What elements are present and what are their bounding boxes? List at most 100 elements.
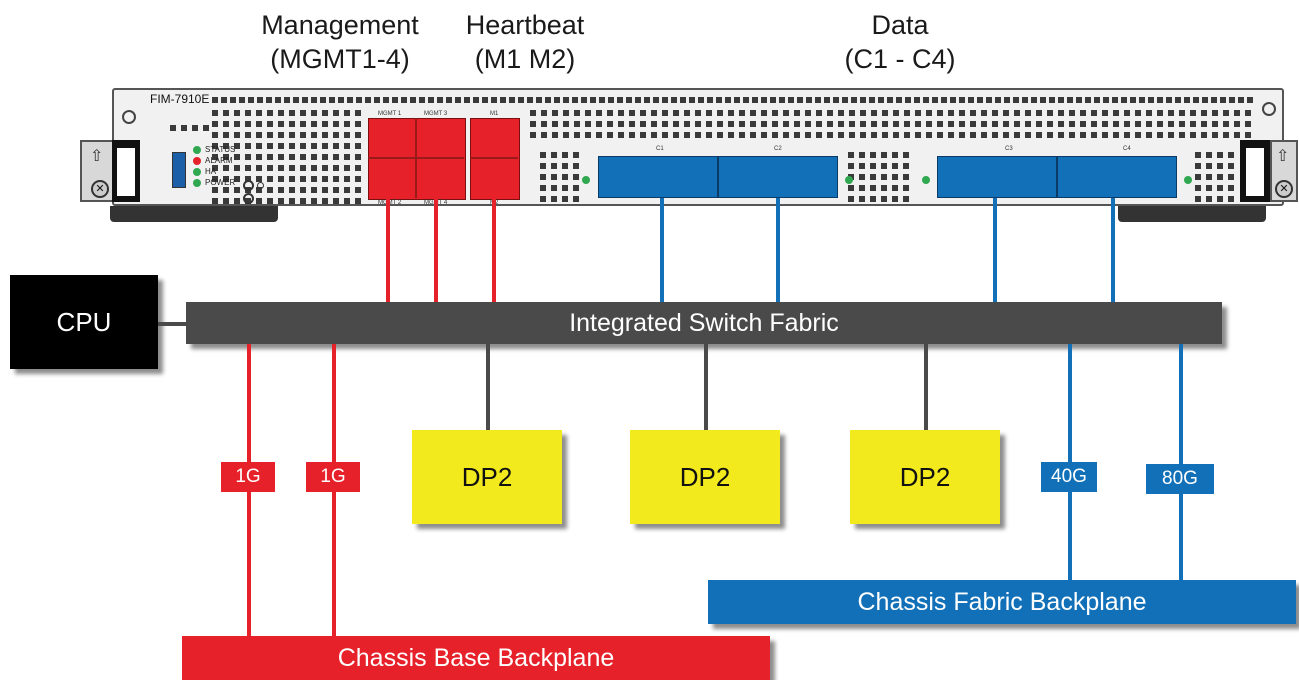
vent-hole (536, 97, 542, 103)
vent-hole (860, 97, 866, 103)
vent-hole (344, 110, 350, 116)
mount-hole-icon (122, 110, 136, 124)
vent-hole (573, 174, 579, 180)
management-label: Management (MGMT1-4) (240, 8, 440, 76)
vent-hole (212, 132, 218, 138)
vent-hole (1228, 152, 1234, 158)
vent-hole (937, 110, 943, 116)
vent-hole (223, 132, 229, 138)
reset-button-small[interactable] (257, 182, 264, 189)
data-port-c3[interactable] (937, 156, 1057, 198)
vent-hole (540, 174, 546, 180)
vent-hole (1121, 97, 1127, 103)
vent-hole (981, 121, 987, 127)
vent-hole (573, 152, 579, 158)
vent-hole (706, 110, 712, 116)
vent-hole (1080, 121, 1086, 127)
vent-hole (530, 110, 536, 116)
vent-hole (671, 97, 677, 103)
vent-hole (892, 196, 898, 202)
heartbeat-label: Heartbeat (M1 M2) (450, 8, 600, 76)
data-port-c2[interactable] (718, 156, 838, 198)
vent-hole (995, 97, 1001, 103)
status-led-label: STATUS (205, 145, 236, 154)
vent-hole (981, 132, 987, 138)
dp2-block: DP2 (630, 430, 780, 524)
vent-hole (881, 185, 887, 191)
mgmt4-port[interactable] (418, 160, 462, 196)
vent-hole (322, 143, 328, 149)
usb-port[interactable] (172, 152, 186, 188)
vent-hole (881, 163, 887, 169)
vent-hole (223, 143, 229, 149)
vent-hole (1212, 132, 1218, 138)
vent-hole (212, 154, 218, 160)
vent-hole (870, 185, 876, 191)
vent-hole (256, 110, 262, 116)
vent-hole (256, 176, 262, 182)
vent-hole (392, 97, 398, 103)
heartbeat-ports: (M1 M2) (474, 44, 576, 74)
heartbeat-port-block[interactable] (470, 118, 520, 200)
c4-link-led (1184, 176, 1192, 184)
vent-hole (1102, 110, 1108, 116)
vent-hole (761, 121, 767, 127)
vent-hole (563, 121, 569, 127)
mgmt1-port[interactable] (370, 120, 414, 156)
vent-hole (333, 165, 339, 171)
vent-hole (941, 97, 947, 103)
vent-hole (428, 97, 434, 103)
vent-hole (267, 198, 273, 204)
vent-hole (739, 132, 745, 138)
vent-hole (904, 121, 910, 127)
vent-hole (1157, 132, 1163, 138)
vent-hole (1201, 110, 1207, 116)
vent-hole (300, 176, 306, 182)
vent-hole (552, 132, 558, 138)
vent-hole (245, 154, 251, 160)
dp-link-line (924, 344, 928, 430)
vent-hole (289, 132, 295, 138)
vent-hole (882, 132, 888, 138)
console-port[interactable] (243, 193, 254, 204)
vent-hole (1217, 185, 1223, 191)
vent-hole (245, 110, 251, 116)
vent-hole (1014, 121, 1020, 127)
vent-hole (322, 198, 328, 204)
vent-hole (333, 154, 339, 160)
vent-hole (717, 121, 723, 127)
cpu-fabric-link (158, 322, 188, 326)
vent-hole (234, 132, 240, 138)
vent-hole (689, 97, 695, 103)
vent-hole (540, 196, 546, 202)
vent-hole (1206, 196, 1212, 202)
vent-hole (509, 97, 515, 103)
vent-hole (322, 121, 328, 127)
vent-hole (626, 97, 632, 103)
module-model: FIM-7910E (150, 92, 210, 106)
vent-hole (923, 97, 929, 103)
right-latch[interactable] (1270, 140, 1298, 202)
vent-hole (981, 110, 987, 116)
mgmt2-port[interactable] (370, 160, 414, 196)
mgmt3-port[interactable] (418, 120, 462, 156)
data-port-c4[interactable] (1057, 156, 1177, 198)
vent-hole (275, 97, 281, 103)
vent-hole (848, 163, 854, 169)
vent-hole (1058, 97, 1064, 103)
mgmt-port-block (368, 118, 466, 200)
vent-hole (245, 121, 251, 127)
vent-hole (278, 121, 284, 127)
vent-hole (948, 110, 954, 116)
vent-hole (1124, 110, 1130, 116)
vent-hole (355, 198, 361, 204)
vent-hole (581, 97, 587, 103)
vent-hole (1220, 97, 1226, 103)
vent-hole (1179, 121, 1185, 127)
vent-hole (473, 97, 479, 103)
reset-button[interactable] (243, 180, 254, 191)
cpu-block: CPU (10, 275, 158, 369)
vent-hole (849, 132, 855, 138)
fabric-backplane-label: Chassis Fabric Backplane (857, 587, 1147, 616)
data-port-c1[interactable] (598, 156, 718, 198)
